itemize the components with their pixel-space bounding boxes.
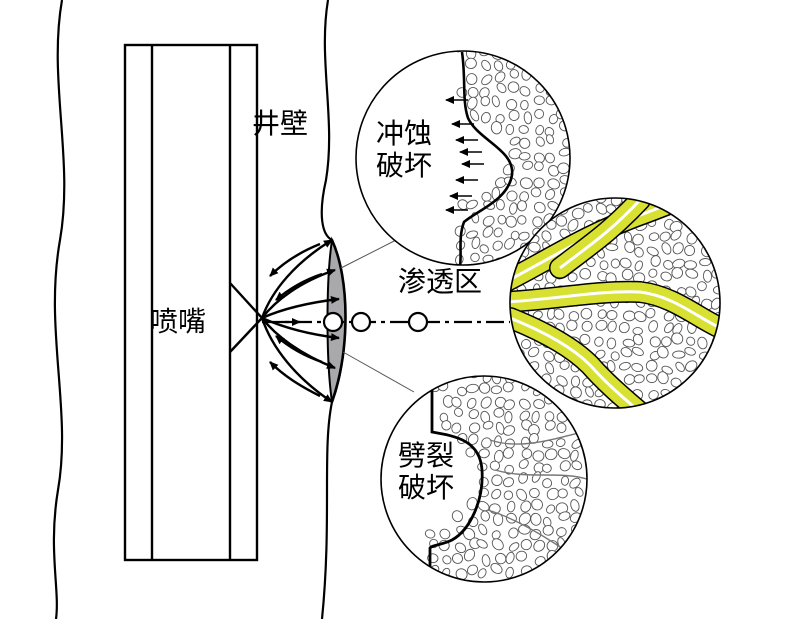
splitting-failure-label: 劈裂破坏 xyxy=(398,439,455,505)
center-axis xyxy=(262,311,510,333)
seepage-zone-label: 渗透区 xyxy=(398,265,483,298)
nozzle-label: 喷嘴 xyxy=(150,305,207,338)
erosion-failure-label: 冲蚀破坏 xyxy=(376,117,433,183)
cavity-boundary xyxy=(330,239,347,403)
splitting-magnifier xyxy=(380,375,588,583)
callout-lines xyxy=(340,235,415,393)
wellbore-wall-left xyxy=(52,0,66,619)
jet-flow-lines xyxy=(260,238,340,403)
seepage-magnifier xyxy=(509,197,721,409)
wellbore-wall-label: 井壁 xyxy=(252,107,309,140)
tool-string xyxy=(123,43,259,562)
